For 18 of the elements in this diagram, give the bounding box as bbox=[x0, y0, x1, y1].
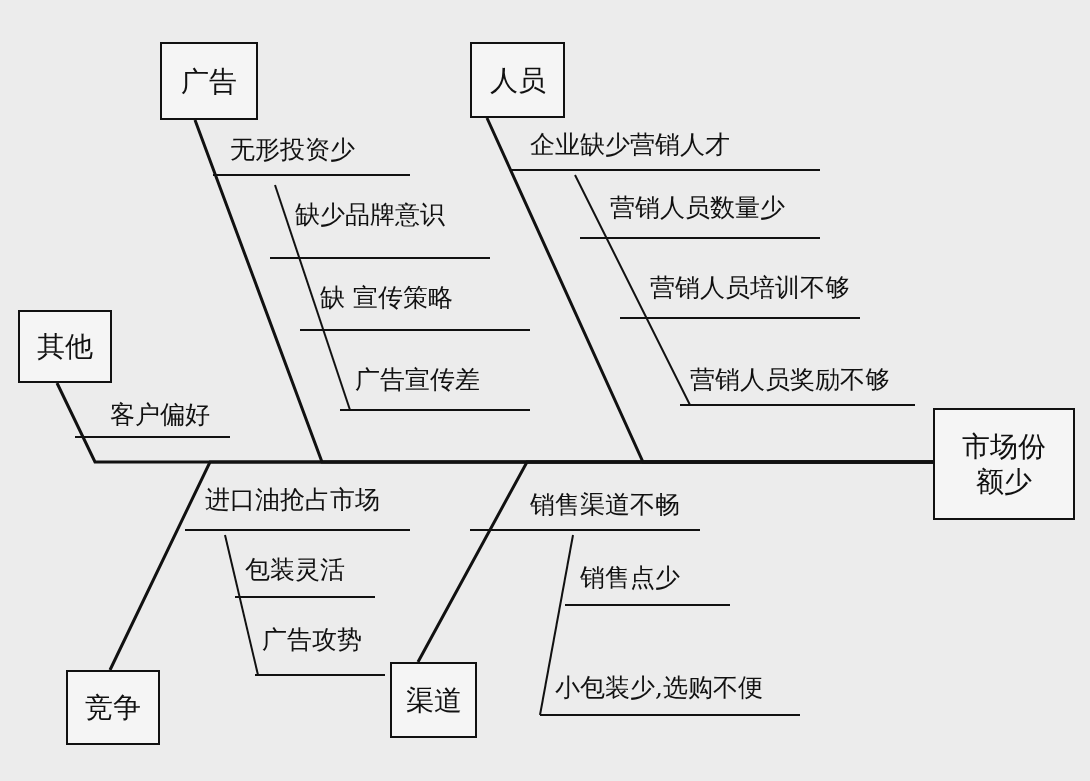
cause-label: 进口油抢占市场 bbox=[205, 487, 380, 512]
category-box: 其他 bbox=[18, 310, 112, 383]
cause-label: 营销人员奖励不够 bbox=[690, 367, 890, 392]
cause-label: 销售点少 bbox=[580, 565, 680, 590]
category-box: 渠道 bbox=[390, 662, 477, 738]
category-box: 竞争 bbox=[66, 670, 160, 745]
head-box: 市场份额少 bbox=[933, 408, 1075, 520]
bone-line bbox=[416, 460, 933, 663]
category-box: 广告 bbox=[160, 42, 258, 120]
cause-label: 广告宣传差 bbox=[355, 367, 480, 392]
cause-label: 小包装少,选购不便 bbox=[555, 675, 763, 700]
cause-label: 营销人员培训不够 bbox=[650, 275, 850, 300]
cause-label: 缺 宣传策略 bbox=[320, 285, 453, 310]
cause-label: 销售渠道不畅 bbox=[530, 492, 680, 517]
cause-label: 包装灵活 bbox=[245, 557, 345, 582]
cause-label: 营销人员数量少 bbox=[610, 195, 785, 220]
category-box: 人员 bbox=[470, 42, 565, 118]
cause-label: 缺少品牌意识 bbox=[295, 202, 445, 227]
